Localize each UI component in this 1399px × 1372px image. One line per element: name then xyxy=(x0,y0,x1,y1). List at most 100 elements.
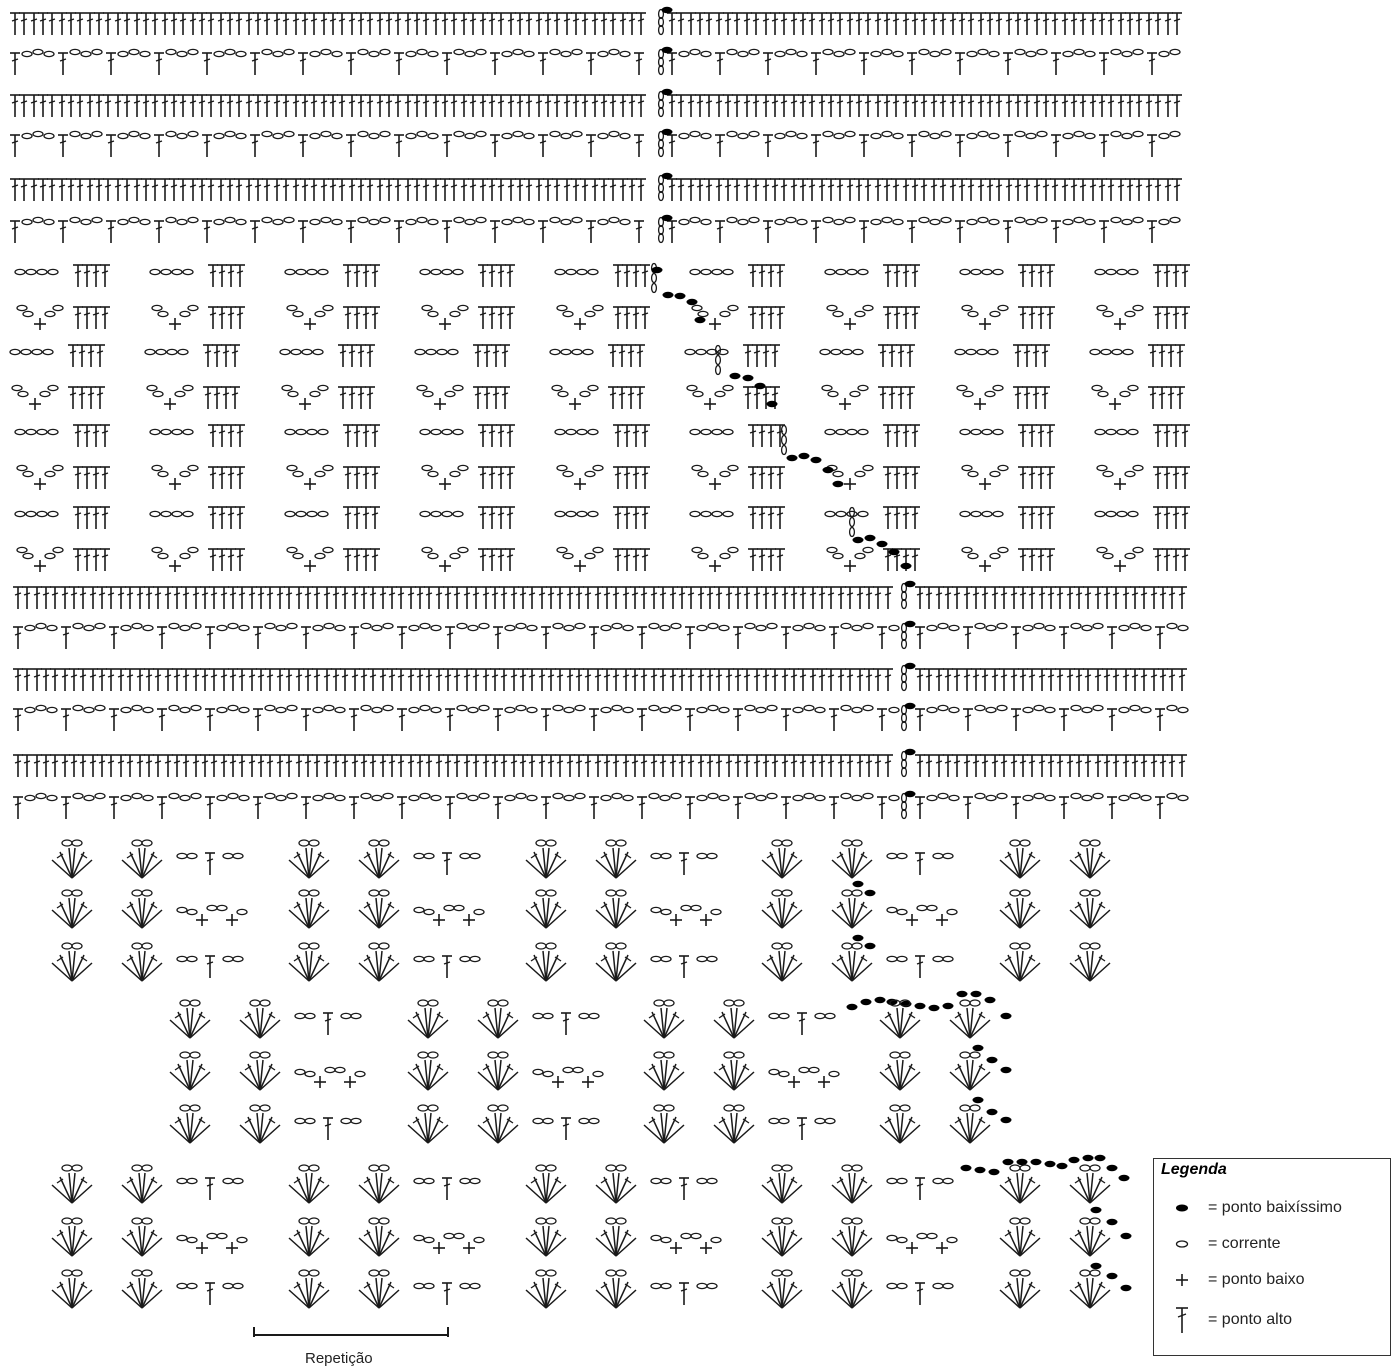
double-crochet-mark xyxy=(765,466,777,490)
double-crochet-mark xyxy=(951,586,963,610)
chain-mark xyxy=(992,384,1004,392)
single-crochet-mark xyxy=(699,1241,713,1255)
shell-fan-mark xyxy=(288,1164,330,1204)
double-crochet-mark xyxy=(554,668,566,692)
chain-mark xyxy=(46,706,58,714)
double-crochet-mark xyxy=(458,94,470,118)
single-crochet-mark xyxy=(303,477,317,491)
double-crochet-mark xyxy=(797,754,809,778)
double-crochet-mark xyxy=(252,708,264,732)
double-crochet-mark xyxy=(283,668,295,692)
double-crochet-mark xyxy=(1017,264,1029,288)
double-crochet-mark xyxy=(769,754,781,778)
double-crochet-mark xyxy=(1073,668,1085,692)
chain-mark xyxy=(331,218,343,226)
chain-mark xyxy=(1092,792,1104,800)
single-crochet-mark xyxy=(843,477,857,491)
chain-mark xyxy=(814,794,826,802)
chain-mark xyxy=(309,50,321,58)
chain-mark xyxy=(413,852,425,860)
double-crochet-mark xyxy=(536,668,548,692)
chain-mark xyxy=(700,428,712,436)
chain-mark xyxy=(940,130,952,138)
double-crochet-mark xyxy=(255,586,267,610)
double-crochet-mark xyxy=(635,12,647,36)
double-crochet-mark xyxy=(252,626,264,650)
double-crochet-mark xyxy=(928,94,940,118)
chain-mark xyxy=(961,546,973,554)
double-crochet-mark xyxy=(914,1282,926,1306)
chain-mark xyxy=(726,130,738,138)
double-crochet-mark xyxy=(330,668,342,692)
double-crochet-mark xyxy=(1017,506,1029,530)
double-crochet-mark xyxy=(124,754,136,778)
double-crochet-mark xyxy=(1044,424,1056,448)
chain-mark xyxy=(881,216,893,224)
double-crochet-mark xyxy=(37,94,49,118)
chain-mark xyxy=(453,48,465,56)
double-crochet-mark xyxy=(444,708,456,732)
double-crochet-mark xyxy=(423,586,435,610)
double-crochet-mark xyxy=(947,94,959,118)
double-crochet-mark xyxy=(102,12,114,36)
double-crochet-mark xyxy=(816,178,828,202)
chain-mark xyxy=(21,132,33,140)
double-crochet-mark xyxy=(367,754,379,778)
double-crochet-mark xyxy=(514,94,526,118)
chain-mark xyxy=(766,622,778,630)
chain-mark xyxy=(929,50,941,58)
chain-mark xyxy=(808,1066,820,1074)
double-crochet-mark xyxy=(1161,264,1173,288)
double-crochet-mark xyxy=(1133,12,1145,36)
shell-fan-mark xyxy=(761,1217,803,1257)
chain-mark xyxy=(94,792,106,800)
double-crochet-mark xyxy=(152,754,164,778)
double-crochet-mark xyxy=(630,264,642,288)
chain-mark xyxy=(711,268,723,276)
chain-mark xyxy=(206,1232,218,1240)
chain-mark xyxy=(179,794,191,802)
double-crochet-mark xyxy=(204,1177,216,1201)
double-crochet-mark xyxy=(1179,264,1191,288)
double-crochet-mark xyxy=(678,852,690,876)
chain-mark xyxy=(886,852,898,860)
chain-mark xyxy=(131,704,143,712)
double-crochet-mark xyxy=(666,178,678,202)
chain-mark xyxy=(840,704,852,712)
double-crochet-mark xyxy=(1146,52,1158,76)
double-crochet-mark xyxy=(816,754,828,778)
chain-mark xyxy=(549,348,561,356)
chain-mark xyxy=(449,552,461,560)
double-crochet-mark xyxy=(283,586,295,610)
chain-mark xyxy=(948,794,960,802)
double-crochet-mark xyxy=(774,506,786,530)
double-crochet-mark xyxy=(90,466,102,490)
chain-mark xyxy=(571,130,583,138)
chain-mark xyxy=(427,310,439,318)
chain-mark xyxy=(648,704,660,712)
chain-mark xyxy=(371,794,383,802)
chain-mark xyxy=(981,268,993,276)
double-crochet-mark xyxy=(667,754,679,778)
chain-mark xyxy=(584,310,596,318)
double-crochet-mark xyxy=(72,306,84,330)
double-crochet-mark xyxy=(505,12,517,36)
chain-mark xyxy=(981,510,993,518)
chain-mark xyxy=(216,706,228,714)
double-crochet-mark xyxy=(495,506,507,530)
chain-mark xyxy=(186,1282,198,1290)
chain-mark xyxy=(1014,48,1026,56)
double-crochet-mark xyxy=(1152,548,1164,572)
slip-stitch-mark xyxy=(986,1108,998,1116)
double-crochet-mark xyxy=(280,94,292,118)
slip-stitch-mark xyxy=(904,790,916,798)
double-crochet-mark xyxy=(774,264,786,288)
double-crochet-mark xyxy=(346,386,358,410)
single-crochet-mark xyxy=(33,559,47,573)
shell-fan-mark xyxy=(831,1217,873,1257)
double-crochet-mark xyxy=(933,668,945,692)
double-crochet-mark xyxy=(386,586,398,610)
double-crochet-mark xyxy=(1161,506,1173,530)
chain-mark xyxy=(473,908,485,916)
chain-mark xyxy=(425,348,437,356)
